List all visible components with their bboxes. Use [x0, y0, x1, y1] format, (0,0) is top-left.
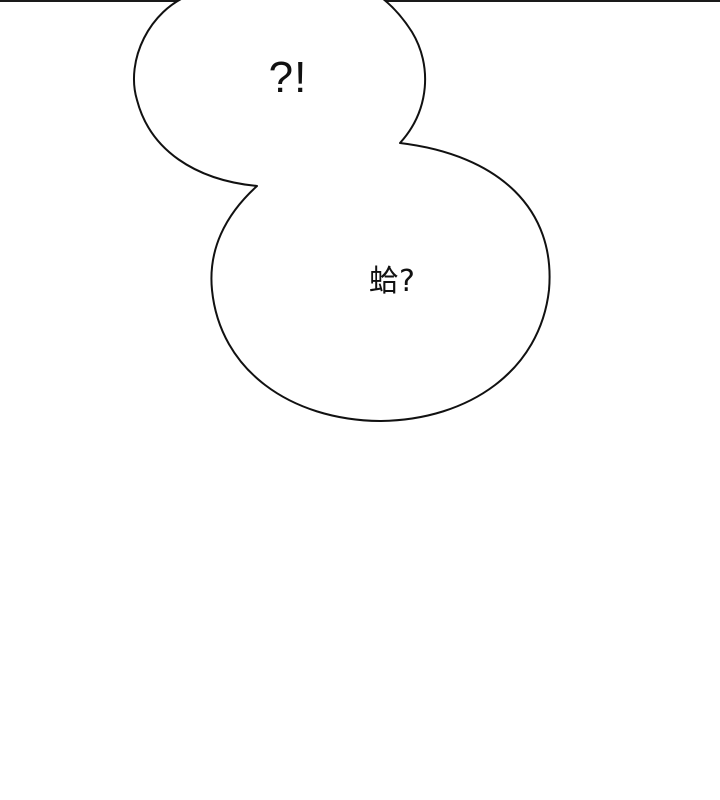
speech-bubble-upper-text: ?!	[268, 53, 308, 102]
speech-bubble-merged-outline	[132, 0, 551, 422]
speech-bubble-lower-text: 蛤?	[369, 264, 415, 299]
